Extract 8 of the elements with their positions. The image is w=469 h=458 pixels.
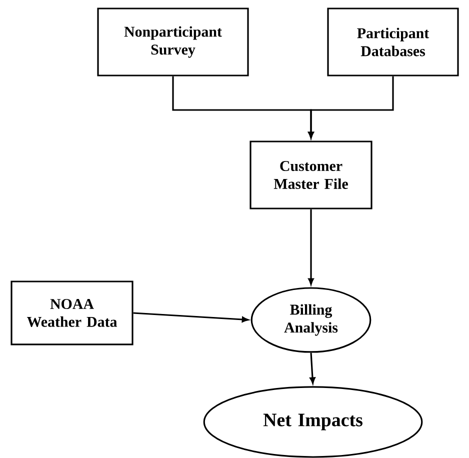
process-box: NOAA Weather Data [10, 280, 134, 346]
arrow [133, 312, 248, 322]
process-box: Participant Databases [327, 8, 459, 76]
process-box: Nonparticipant Survey [97, 8, 249, 76]
process-box: Customer Master File [250, 140, 372, 210]
arrow [310, 352, 316, 384]
arrow [308, 76, 394, 138]
arrow [308, 209, 314, 285]
